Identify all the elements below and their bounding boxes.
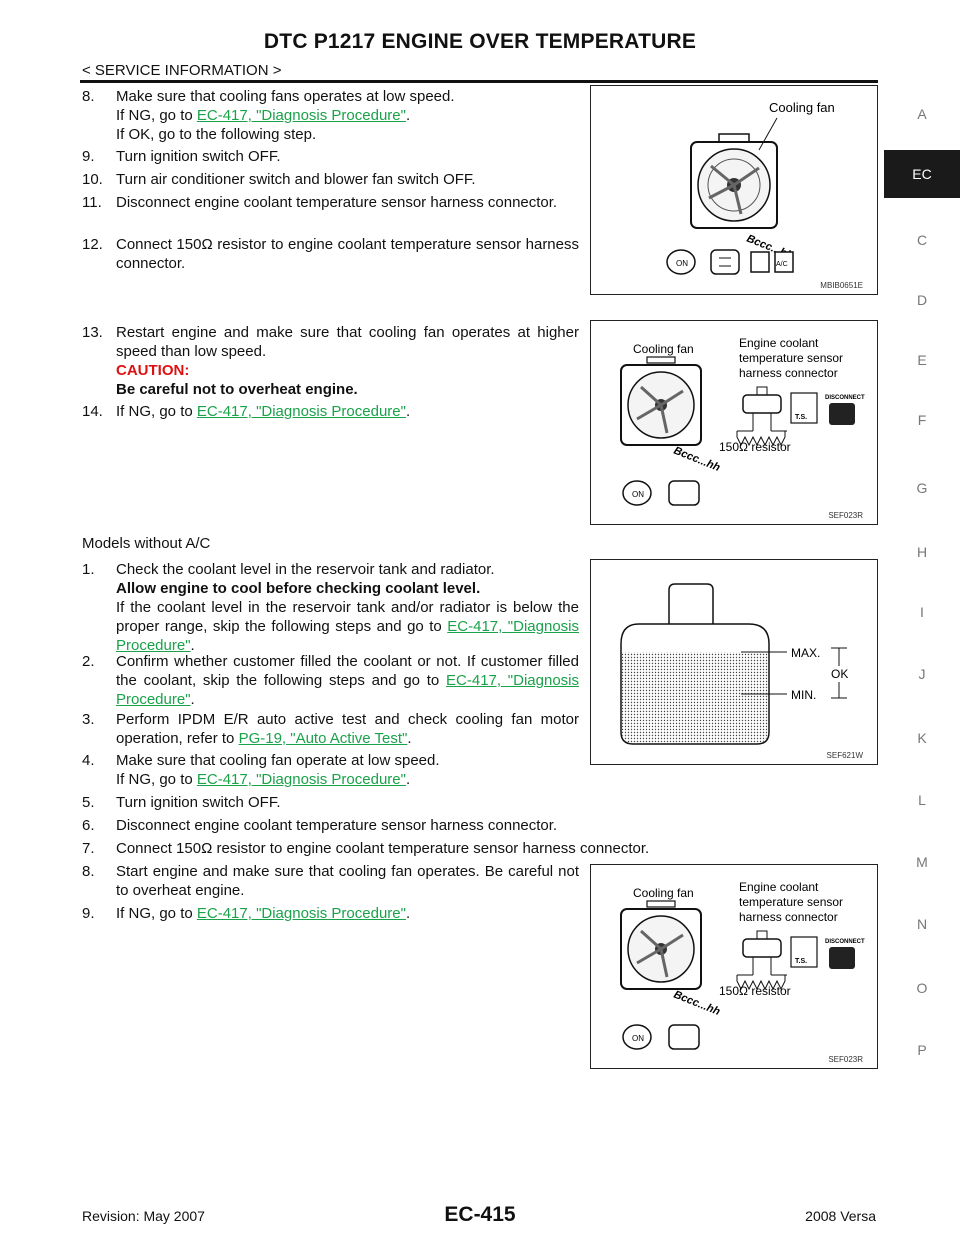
tab-k[interactable]: K (917, 730, 927, 746)
step-13: 13. Restart engine and make sure that co… (82, 324, 579, 398)
section-subtitle: < SERVICE INFORMATION > (82, 62, 282, 79)
figure-code: SEF023R (828, 1055, 863, 1064)
figure-code: SEF621W (826, 751, 863, 760)
tab-e[interactable]: E (917, 352, 927, 368)
section-index-tabs: A EC C D E F G H I J K L M N O P (884, 86, 960, 1086)
figure-code: SEF023R (828, 511, 863, 520)
svg-text:Bccc...hh: Bccc...hh (672, 989, 722, 1019)
step-b4: 4. Make sure that cooling fan operate at… (82, 752, 440, 788)
svg-text:Cooling fan: Cooling fan (633, 886, 694, 900)
step-14: 14. If NG, go to EC-417, "Diagnosis Proc… (82, 403, 411, 420)
figure-cooling-fan: Cooling fan Bccc...hh ON A/C MBIB0651E (590, 85, 878, 295)
step-10: 10. Turn air conditioner switch and blow… (82, 171, 476, 188)
svg-text:ON: ON (632, 1034, 644, 1043)
caution-label: CAUTION: (116, 362, 190, 379)
svg-text:150Ω resistor: 150Ω resistor (719, 440, 791, 454)
figure-resistor-connection-2: Cooling fan Bccc...hh Engine coolant tem… (590, 864, 878, 1069)
step-9: 9. Turn ignition switch OFF. (82, 148, 281, 165)
tab-g[interactable]: G (916, 480, 928, 496)
figure-reservoir-tank: MAX. MIN. OK SEF621W (590, 559, 878, 765)
step-b1: 1. Check the coolant level in the reserv… (82, 561, 579, 654)
tab-h[interactable]: H (916, 544, 928, 560)
tab-a[interactable]: A (917, 106, 927, 122)
svg-text:MIN.: MIN. (791, 688, 816, 702)
tab-n[interactable]: N (916, 916, 928, 932)
link-auto-active-test[interactable]: PG-19, "Auto Active Test" (238, 730, 408, 747)
link-diagnosis-procedure[interactable]: EC-417, "Diagnosis Procedure" (196, 905, 406, 922)
step-12: 12. Connect 150Ω resistor to engine cool… (82, 236, 579, 272)
tab-o[interactable]: O (916, 980, 928, 996)
tab-l[interactable]: L (918, 792, 926, 808)
reservoir-tank-illustration: MAX. MIN. OK (620, 583, 848, 745)
resistor-connection-illustration: Cooling fan Bccc...hh Engine coolant tem… (620, 336, 865, 506)
link-diagnosis-procedure[interactable]: EC-417, "Diagnosis Procedure" (196, 107, 406, 124)
step-11: 11. Disconnect engine coolant temperatur… (82, 194, 558, 211)
resistor-connection-illustration: Cooling fan Bccc...hh Engine coolant tem… (620, 880, 865, 1050)
tab-d[interactable]: D (916, 292, 928, 308)
svg-text:Bccc...hh: Bccc...hh (672, 445, 722, 475)
svg-text:DISCONNECT: DISCONNECT (825, 939, 865, 945)
svg-text:T.S.: T.S. (795, 414, 807, 421)
link-diagnosis-procedure[interactable]: EC-417, "Diagnosis Procedure" (116, 672, 579, 708)
link-diagnosis-procedure[interactable]: EC-417, "Diagnosis Procedure" (116, 618, 579, 654)
figure-code: MBIB0651E (820, 281, 863, 290)
tab-i[interactable]: I (920, 604, 924, 620)
page-title: DTC P1217 ENGINE OVER TEMPERATURE (263, 30, 697, 53)
step-8: 8. Make sure that cooling fans operates … (82, 88, 455, 143)
revision-date: Revision: May 2007 (82, 1208, 205, 1224)
svg-text:Cooling fan: Cooling fan (633, 342, 694, 356)
tab-c[interactable]: C (916, 232, 928, 248)
page-number: EC-415 (444, 1203, 516, 1226)
svg-text:OK: OK (831, 667, 848, 681)
link-diagnosis-procedure[interactable]: EC-417, "Diagnosis Procedure" (196, 403, 406, 420)
svg-text:harness connector: harness connector (739, 366, 838, 380)
svg-text:ON: ON (676, 259, 688, 268)
svg-text:Engine coolant: Engine coolant (739, 336, 819, 350)
svg-text:MAX.: MAX. (791, 646, 820, 660)
svg-text:A/C: A/C (776, 261, 788, 268)
svg-text:Engine coolant: Engine coolant (739, 880, 819, 894)
svg-text:DISCONNECT: DISCONNECT (825, 395, 865, 401)
svg-text:T.S.: T.S. (795, 958, 807, 965)
svg-text:harness connector: harness connector (739, 910, 838, 924)
model-year: 2008 Versa (805, 1208, 876, 1224)
step-b3: 3. Perform IPDM E/R auto active test and… (82, 711, 579, 747)
section-heading: Models without A/C (82, 535, 211, 552)
figure-resistor-connection: Cooling fan Bccc...hh Engine coolant tem… (590, 320, 878, 525)
svg-text:150Ω resistor: 150Ω resistor (719, 984, 791, 998)
link-diagnosis-procedure[interactable]: EC-417, "Diagnosis Procedure" (196, 771, 406, 788)
caution-text: Be careful not to overheat engine. (116, 381, 358, 398)
tab-j[interactable]: J (918, 666, 926, 682)
tab-ec[interactable]: EC (884, 150, 960, 198)
step-b9: 9. If NG, go to EC-417, "Diagnosis Proce… (82, 905, 411, 922)
svg-text:temperature sensor: temperature sensor (739, 351, 843, 365)
tab-p[interactable]: P (917, 1042, 927, 1058)
step-b7: 7. Connect 150Ω resistor to engine coola… (82, 840, 650, 857)
header-rule (80, 80, 878, 83)
step-b2: 2. Confirm whether customer filled the c… (82, 653, 579, 708)
svg-text:ON: ON (632, 490, 644, 499)
svg-text:Cooling fan: Cooling fan (769, 100, 835, 115)
step-b5: 5. Turn ignition switch OFF. (82, 794, 281, 811)
cooling-fan-illustration: Cooling fan Bccc...hh ON A/C (666, 100, 835, 275)
tab-m[interactable]: M (916, 854, 928, 870)
step-b6: 6. Disconnect engine coolant temperature… (82, 817, 558, 834)
svg-text:temperature sensor: temperature sensor (739, 895, 843, 909)
tab-f[interactable]: F (917, 412, 927, 428)
step-b8: 8. Start engine and make sure that cooli… (82, 863, 579, 899)
